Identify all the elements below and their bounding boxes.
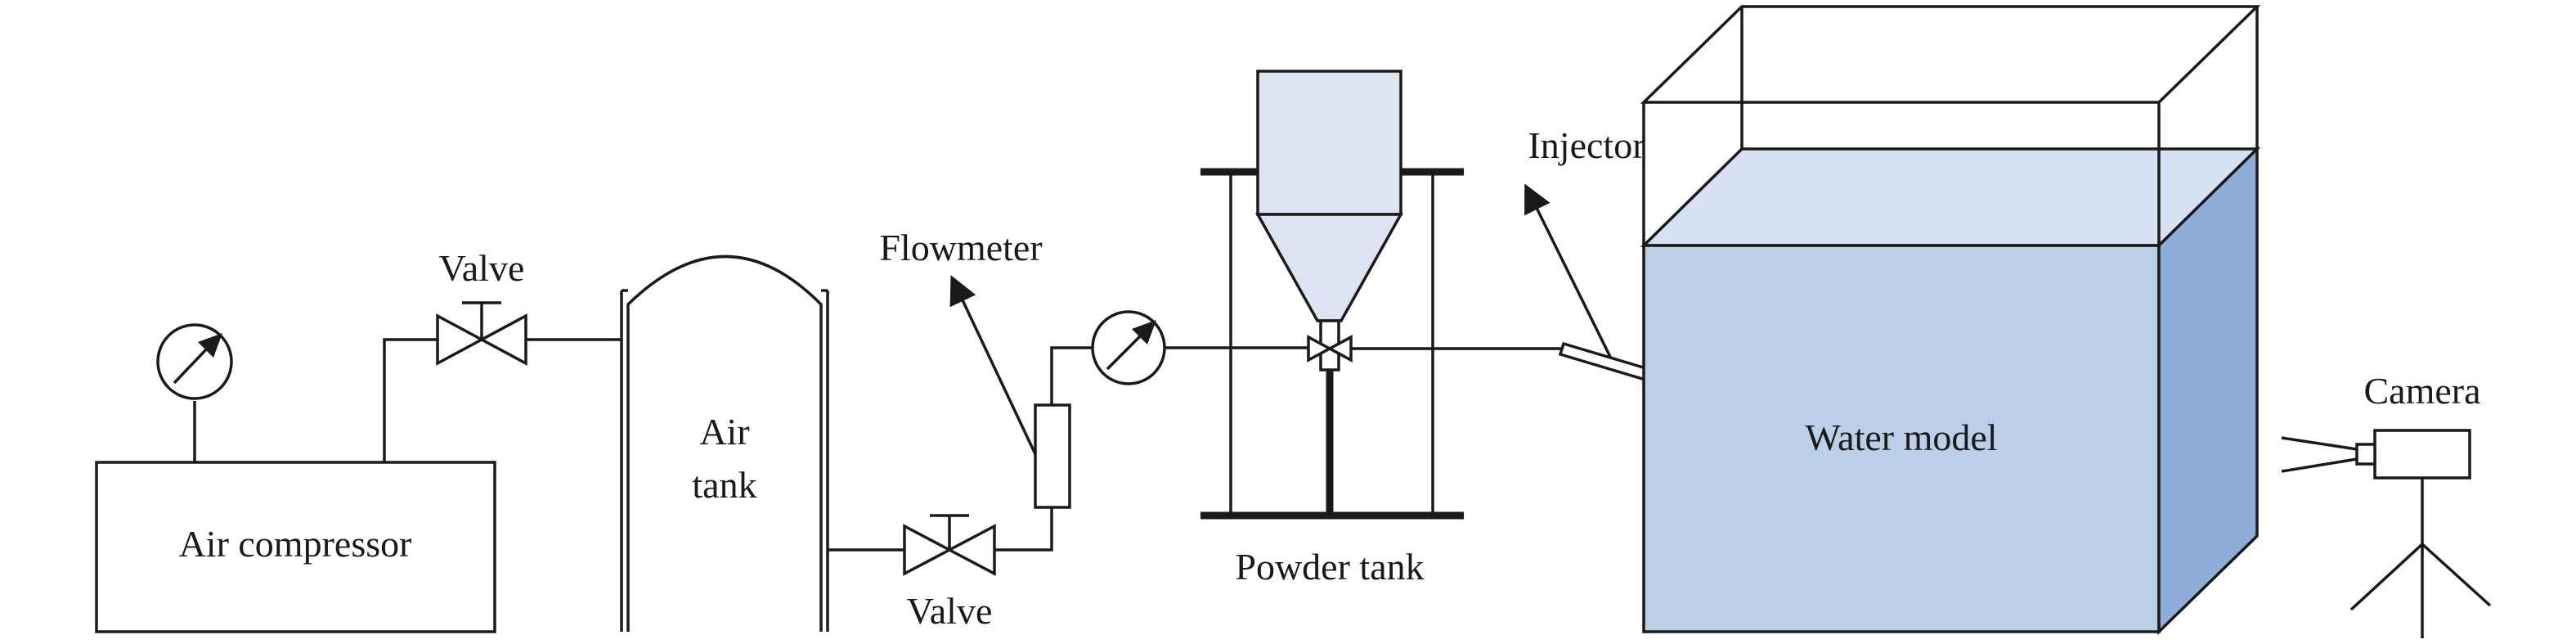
camera-label: Camera xyxy=(2363,370,2480,412)
water-model: Water model xyxy=(1640,5,2261,636)
bottom-valve-label: Valve xyxy=(907,590,993,632)
top-valve: Valve xyxy=(436,247,527,366)
compressor-gauge xyxy=(156,323,233,462)
air-tank-label-line1: Air xyxy=(699,411,749,453)
injector-label: Injector xyxy=(1528,124,1645,166)
lower-pipe xyxy=(828,507,1053,552)
flow-gauge xyxy=(1091,310,1308,385)
water-model-label: Water model xyxy=(1805,417,1997,458)
camera: Camera xyxy=(2281,370,2492,638)
upper-pipe xyxy=(383,338,622,462)
flowmeter: Flowmeter xyxy=(879,227,1093,509)
air-compressor-label: Air compressor xyxy=(179,523,412,565)
flowmeter-label: Flowmeter xyxy=(879,227,1042,268)
air-tank: Air tank xyxy=(620,254,829,632)
air-tank-label-line2: tank xyxy=(692,464,756,506)
top-valve-label: Valve xyxy=(439,247,525,289)
bottom-valve: Valve xyxy=(903,514,996,632)
air-compressor: Air compressor xyxy=(95,461,496,633)
powder-tank-label: Powder tank xyxy=(1235,546,1424,588)
powder-tank: Powder tank xyxy=(1200,70,1464,588)
